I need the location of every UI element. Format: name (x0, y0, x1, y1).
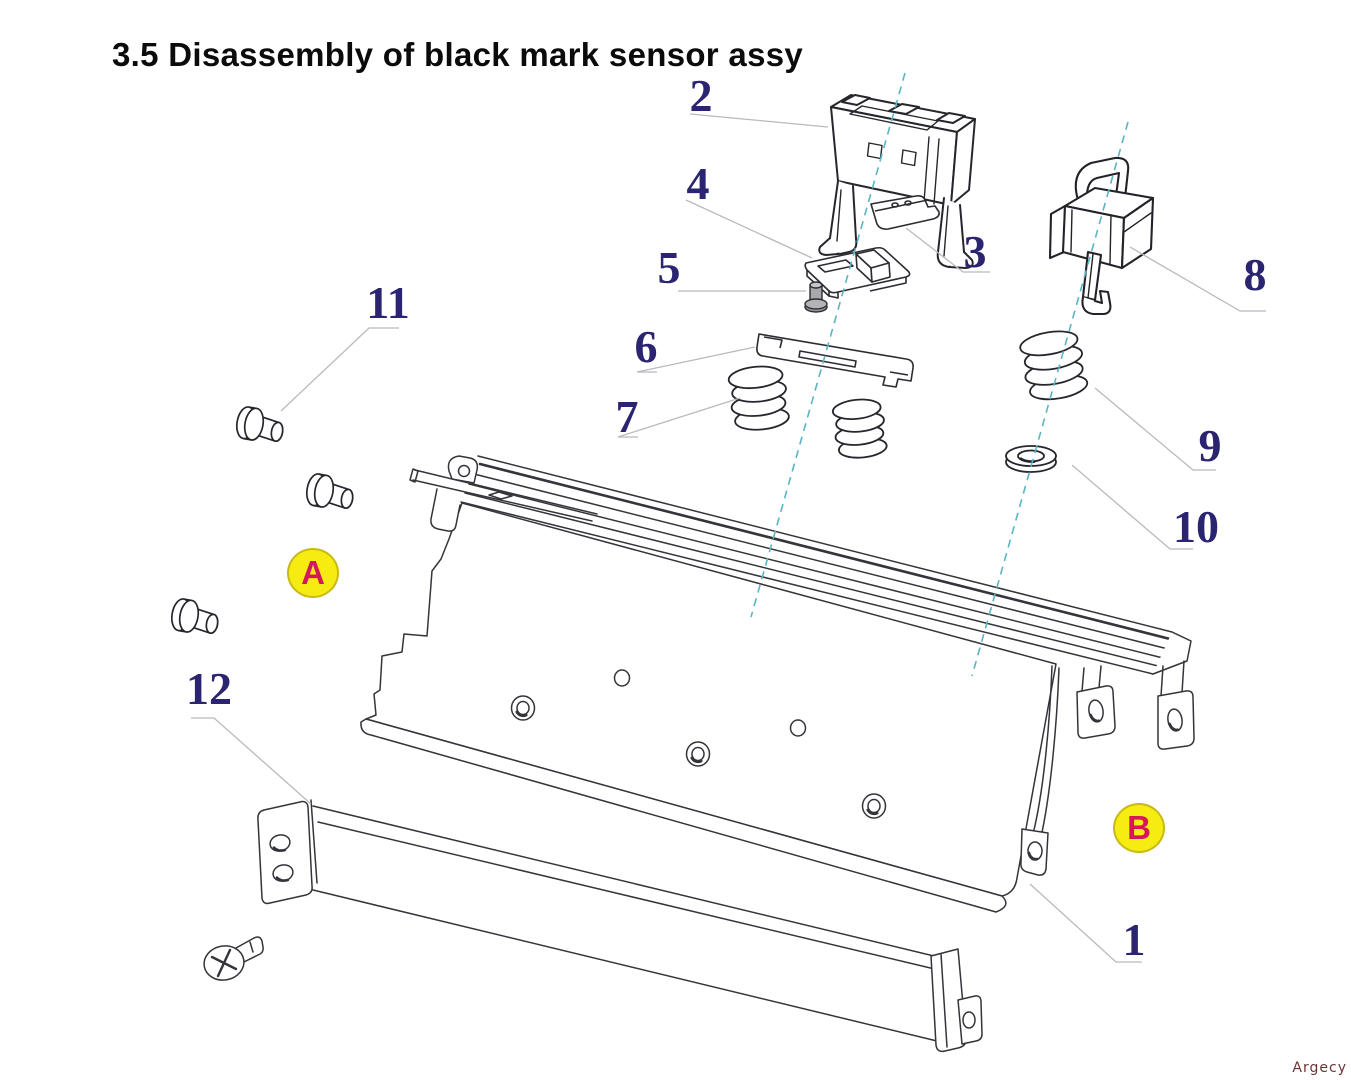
part-11-pins (170, 406, 354, 635)
part-10-washer (1005, 445, 1057, 473)
part-8-sensor-holder-clip (1048, 156, 1155, 316)
leader-line-6 (636, 346, 756, 373)
hinge-hole (457, 464, 471, 478)
part-label-2: 2 (689, 70, 713, 121)
axis-centerlines (750, 72, 1129, 677)
part-5-pin (804, 281, 828, 313)
grommet-hole (861, 793, 887, 819)
plate-hole (613, 669, 631, 687)
leader-line-2 (689, 113, 829, 128)
leader-line-11 (280, 327, 399, 412)
leader-line-9 (1094, 387, 1216, 471)
part-label-12: 12 (186, 663, 232, 714)
section-title: 3.5 Disassembly of black mark sensor ass… (112, 36, 804, 73)
axis-centerline-2 (971, 121, 1129, 677)
callout-b: B (1113, 803, 1165, 853)
part-label-6: 6 (634, 321, 658, 372)
watermark: Argecy (1292, 1060, 1347, 1076)
part-3-sensor-plate (870, 195, 940, 230)
pin (170, 598, 219, 635)
grommet-hole (685, 741, 711, 767)
leader-line-4 (685, 199, 813, 259)
leader-line-7 (617, 397, 741, 438)
part-4-sensor-holder-plate (804, 246, 911, 299)
plate-hole (789, 719, 807, 737)
part-9-spring (1019, 330, 1089, 401)
leader-line-10 (1071, 464, 1193, 550)
part-2-black-mark-sensor-housing (818, 94, 976, 269)
part-label-1: 1 (1122, 914, 1146, 965)
part-label-8: 8 (1243, 249, 1267, 300)
leader-line-3 (905, 227, 990, 273)
part-7-springs (727, 365, 888, 459)
grommet-hole (510, 695, 536, 721)
phillips-screw (203, 936, 264, 981)
end-tab-hole (962, 1011, 976, 1029)
part-6-guide-plate (756, 333, 914, 388)
pin (235, 406, 284, 443)
part-label-10: 10 (1173, 501, 1219, 552)
part-label-7: 7 (615, 391, 639, 442)
leader-lines (191, 113, 1266, 963)
leader-line-8 (1129, 246, 1266, 312)
spring (727, 365, 790, 431)
part-label-5: 5 (657, 242, 681, 293)
callout-a: A (287, 548, 339, 598)
axis-centerline-1 (750, 72, 906, 618)
spring (831, 398, 888, 459)
part-label-4: 4 (686, 158, 710, 209)
pin (305, 473, 354, 510)
part-label-11: 11 (366, 277, 410, 328)
leader-line-1 (1029, 883, 1142, 963)
part-12-bottom-bar (203, 799, 983, 1053)
leader-line-12 (191, 717, 312, 805)
part-1-main-bracket (360, 455, 1195, 913)
part-label-3: 3 (963, 226, 987, 277)
part-label-9: 9 (1198, 420, 1222, 471)
